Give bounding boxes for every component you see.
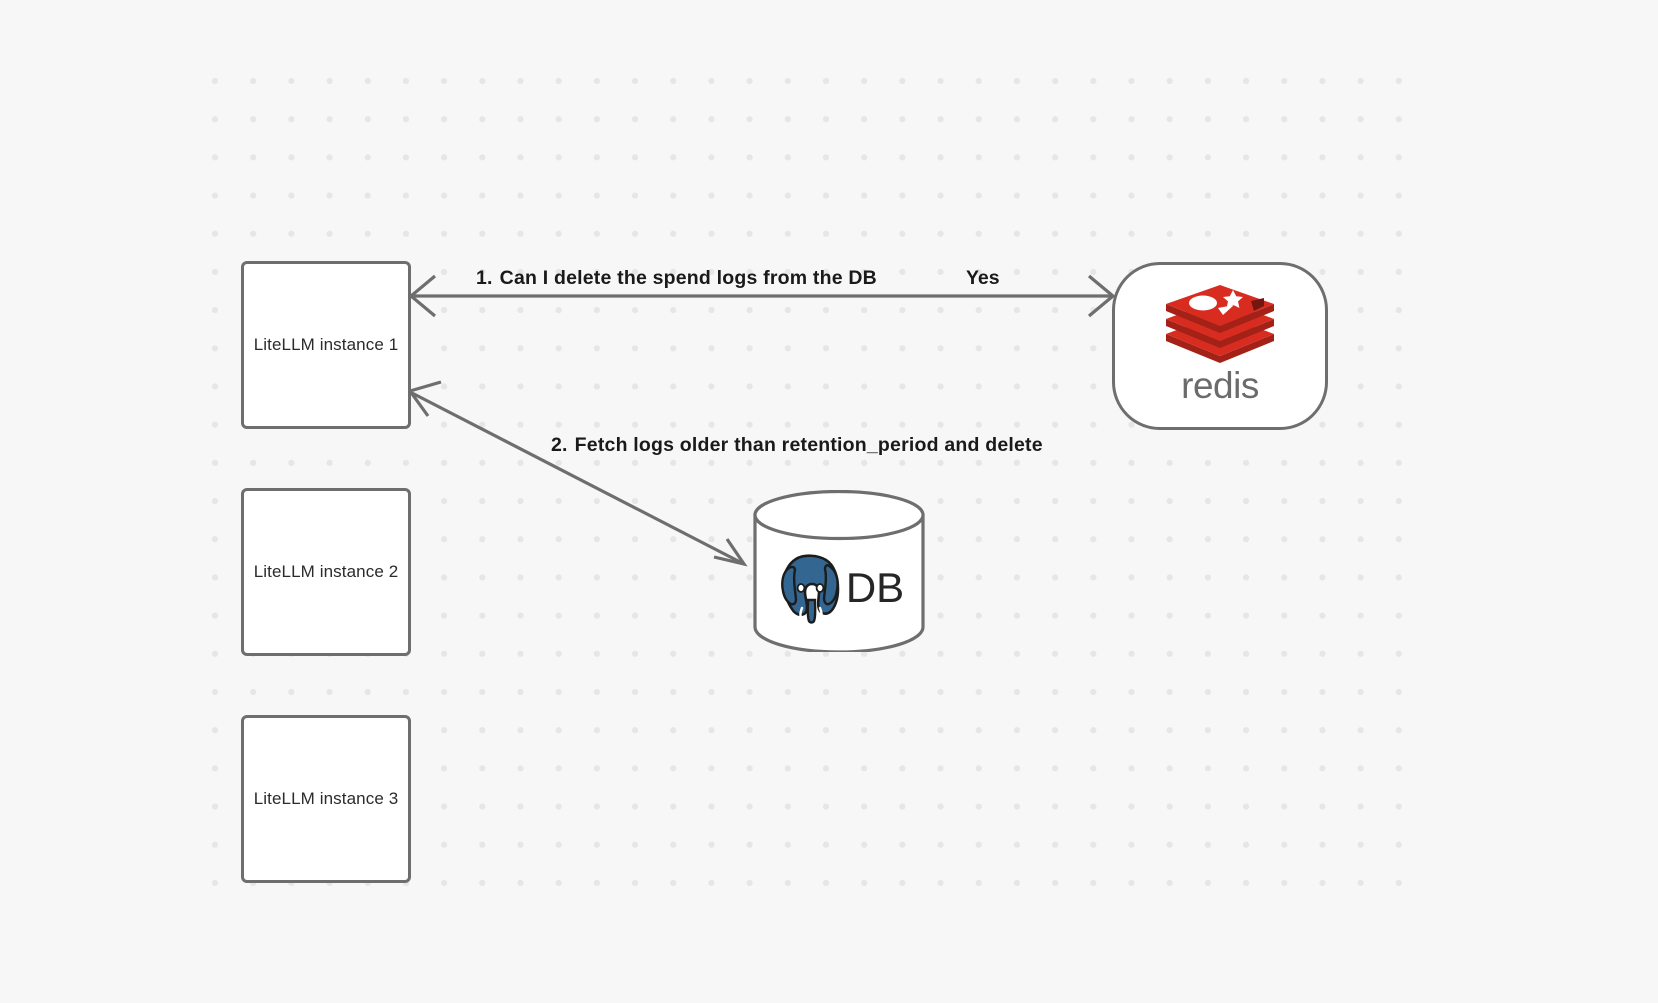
node-litellm-instance-3[interactable]: LiteLLM instance 3 — [241, 715, 411, 883]
db-content: DB — [753, 490, 925, 652]
node-litellm-instance-1[interactable]: LiteLLM instance 1 — [241, 261, 411, 429]
node-litellm-1-label: LiteLLM instance 1 — [253, 335, 399, 354]
edge-label-yes: Yes — [966, 267, 1000, 289]
edge-label-delete-spend-logs: 1. Can I delete the spend logs from the D… — [476, 267, 877, 290]
edge-label-1-number: 1. — [476, 267, 493, 289]
redis-logo: redis — [1158, 285, 1282, 407]
redis-wordmark: redis — [1181, 367, 1259, 406]
node-database[interactable]: DB — [753, 490, 925, 652]
node-redis[interactable]: redis — [1112, 262, 1328, 430]
arrowhead-upper-left — [407, 380, 442, 417]
postgresql-elephant-icon — [780, 553, 841, 624]
arrowhead-left — [408, 274, 437, 318]
edge-label-1-text: Can I delete the spend logs from the DB — [499, 267, 877, 289]
redis-wordmark-text: redis — [1181, 367, 1259, 406]
arrowhead-right — [1087, 274, 1116, 318]
edge-label-2-number: 2. — [551, 434, 568, 456]
node-litellm-instance-2[interactable]: LiteLLM instance 2 — [241, 488, 411, 656]
db-label: DB — [845, 564, 905, 611]
edge-label-fetch-logs: 2. Fetch logs older than retention_period… — [551, 434, 1043, 457]
edge-label-2-text: Fetch logs older than retention_period a… — [574, 434, 1043, 456]
arrowhead-lower-right — [713, 538, 748, 567]
edge-litellm1-db — [407, 380, 748, 567]
node-litellm-2-label: LiteLLM instance 2 — [253, 562, 399, 581]
redis-stack-icon — [1166, 285, 1274, 363]
node-litellm-3-label: LiteLLM instance 3 — [253, 789, 399, 808]
